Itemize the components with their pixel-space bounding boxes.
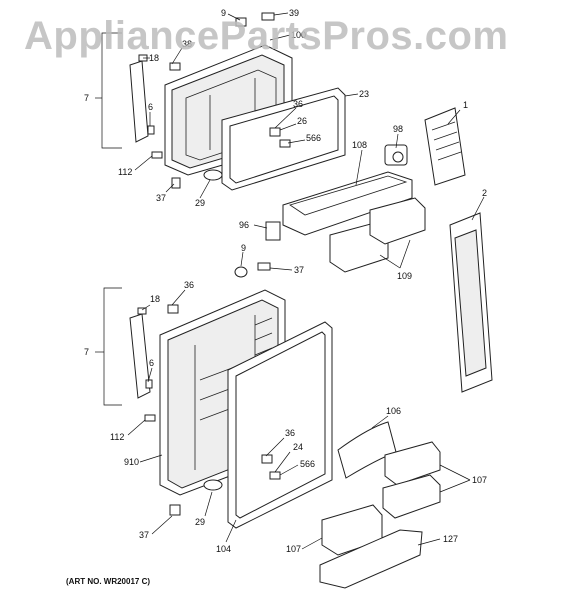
callout-1: 1 (463, 100, 468, 110)
callout-18-bot: 18 (150, 294, 160, 304)
callout-6-bot: 6 (149, 358, 154, 368)
callout-37-top: 37 (156, 193, 166, 203)
callout-37-mid: 37 (294, 265, 304, 275)
callout-2: 2 (482, 188, 487, 198)
callout-96: 96 (239, 220, 249, 230)
callout-18-top: 18 (149, 53, 159, 63)
callout-566-bot: 566 (300, 459, 315, 469)
callout-36-bot: 36 (285, 428, 295, 438)
callout-7-top: 7 (84, 93, 89, 103)
freezer-hinge-parts (147, 12, 291, 189)
small-bins (329, 197, 426, 273)
callout-107-right: 107 (472, 475, 487, 485)
callout-108: 108 (352, 140, 367, 150)
callout-29-bot: 29 (195, 517, 205, 527)
callout-112-bot: 112 (110, 432, 124, 442)
fresh-food-door-gasket (227, 321, 333, 529)
callout-107-left: 107 (286, 544, 301, 554)
callout-23: 23 (359, 89, 369, 99)
fresh-food-handle (129, 307, 151, 399)
callout-98: 98 (393, 124, 403, 134)
callout-9-mid: 9 (241, 243, 246, 253)
callout-104: 104 (216, 544, 231, 554)
callout-36-mid: 36 (184, 280, 194, 290)
callout-26: 26 (297, 116, 307, 126)
callout-labels: 9 39 38 100 7 18 6 23 36 26 566 112 37 2… (84, 8, 487, 554)
control-knob (384, 144, 408, 166)
instruction-card (424, 107, 466, 186)
watermark-text: AppliancePartsPros.com (24, 14, 509, 58)
callout-566-top: 566 (306, 133, 321, 143)
callout-29-top: 29 (195, 198, 205, 208)
callout-112-top: 112 (118, 167, 132, 177)
callout-36-top: 36 (293, 99, 303, 109)
callout-7-bot: 7 (84, 347, 89, 357)
art-number: (ART NO. WR20017 C) (66, 577, 151, 586)
leader-lines (95, 12, 485, 550)
bin-support (265, 221, 281, 241)
callout-106: 106 (386, 406, 401, 416)
fresh-food-hinge-parts (144, 262, 281, 516)
freezer-handle (129, 54, 149, 143)
liner-panel (449, 212, 493, 393)
callout-100: 100 (291, 30, 306, 40)
callout-9-top: 9 (221, 8, 226, 18)
lower-door-bins (319, 441, 441, 589)
callout-24: 24 (293, 442, 303, 452)
callout-38: 38 (182, 39, 192, 49)
callout-39: 39 (289, 8, 299, 18)
callout-127: 127 (443, 534, 458, 544)
callout-6-top: 6 (148, 102, 153, 112)
freezer-door-bin (282, 171, 413, 236)
callout-910: 910 (124, 457, 139, 467)
callout-37-bot: 37 (139, 530, 149, 540)
callout-109: 109 (397, 271, 412, 281)
